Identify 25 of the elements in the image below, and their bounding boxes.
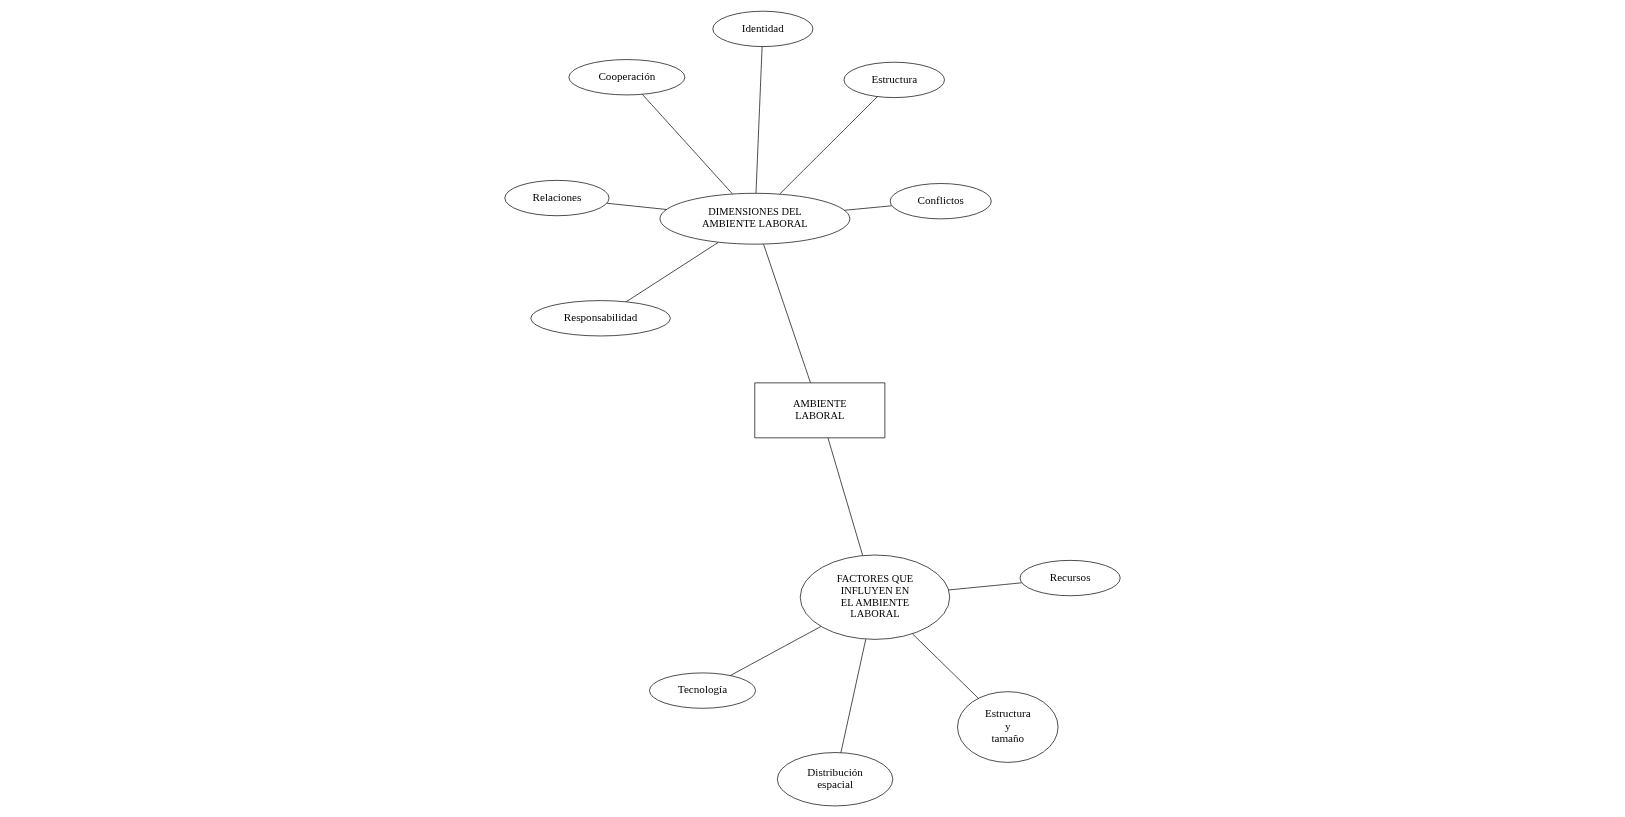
- node-ellipse: Cooperación: [568, 59, 686, 96]
- connector: [755, 46, 763, 194]
- node-ellipse: Estructura: [843, 61, 945, 98]
- node-ellipse: FACTORES QUE INFLUYEN EN EL AMBIENTE LABORAL: [799, 554, 951, 640]
- connector: [625, 242, 719, 303]
- connector: [606, 202, 667, 210]
- connector: [827, 437, 863, 556]
- node-ellipse: Estructura y tamaño: [957, 691, 1059, 763]
- node-ellipse: Distribución espacial: [777, 752, 894, 807]
- connector: [730, 626, 822, 676]
- node-ellipse: Tecnología: [649, 672, 756, 709]
- connector: [763, 243, 811, 384]
- node-ellipse: Recursos: [1019, 560, 1121, 597]
- connector: [912, 633, 979, 699]
- node-ellipse: DIMENSIONES DEL AMBIENTE LABORAL: [659, 192, 851, 245]
- connector: [779, 96, 878, 195]
- node-box: AMBIENTE LABORAL: [754, 382, 886, 439]
- connector: [840, 638, 867, 754]
- connector: [948, 582, 1022, 591]
- node-ellipse: Responsabilidad: [530, 300, 671, 337]
- node-ellipse: Relaciones: [504, 180, 610, 217]
- connector: [642, 94, 733, 195]
- node-ellipse: Conflictos: [889, 183, 992, 220]
- node-ellipse: Identidad: [712, 10, 814, 47]
- connector: [844, 205, 893, 211]
